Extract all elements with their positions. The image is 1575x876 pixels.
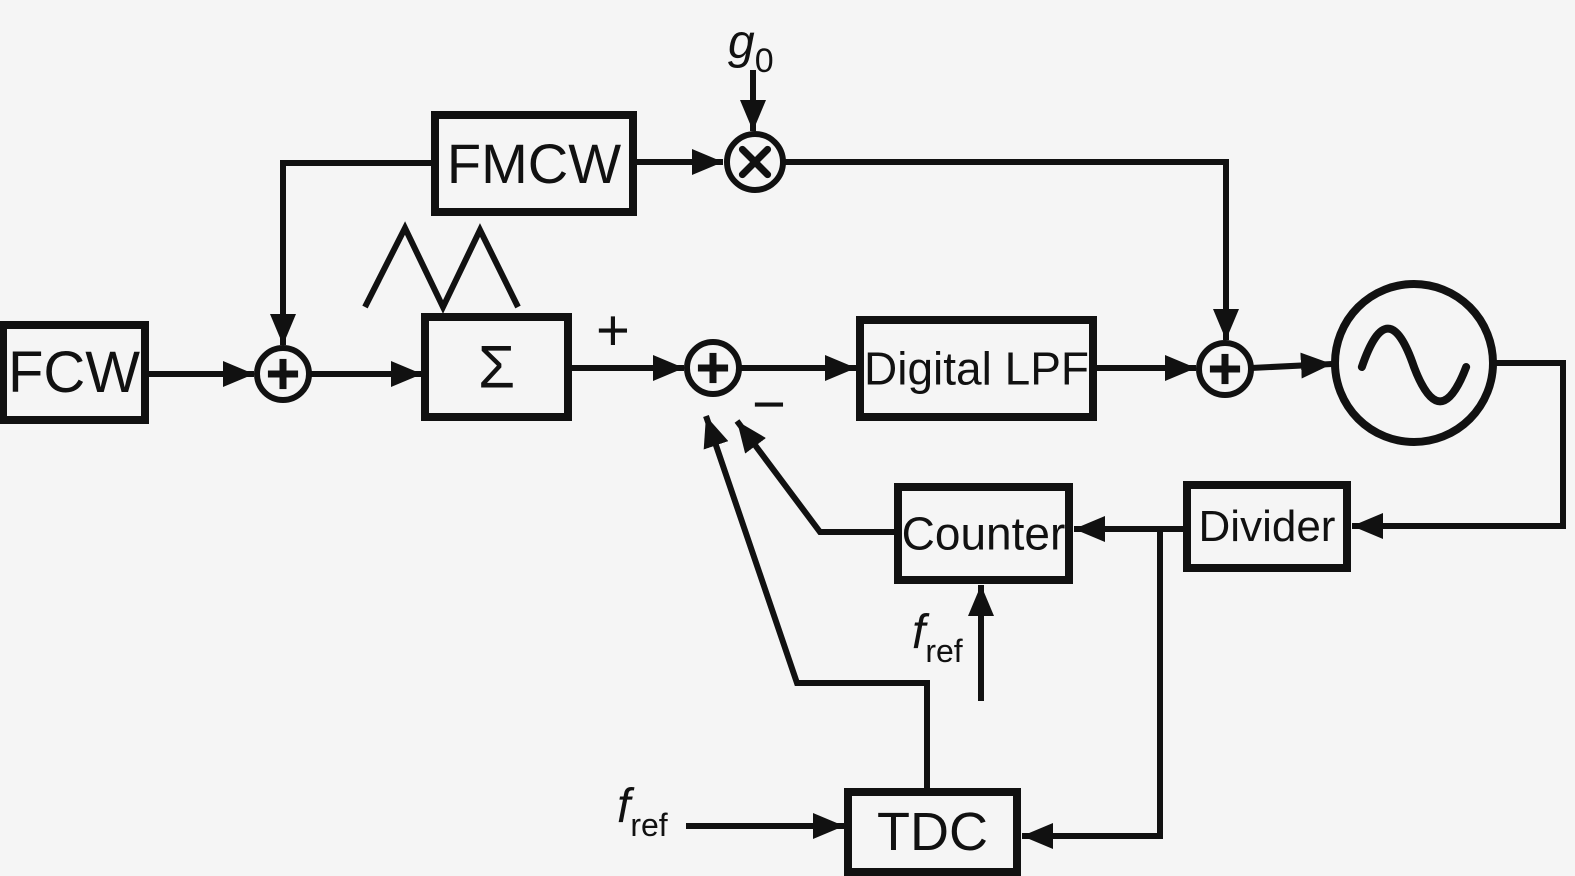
gain-label: g0	[728, 16, 774, 80]
fref-tdc-label-subscript: ref	[630, 807, 667, 843]
sum-fcw-node	[254, 345, 312, 403]
chirp-wave-icon	[362, 221, 521, 314]
block-lpf-box	[856, 316, 1097, 421]
plus-sign-main: +	[596, 298, 630, 363]
block-fcw-label: FCW	[8, 340, 140, 405]
fref-counter-label: fref	[912, 606, 963, 669]
block-fmcw-box	[431, 111, 637, 216]
times-icon	[738, 145, 772, 179]
block-fcw: FCW	[0, 321, 149, 424]
sine-wave-icon	[1357, 324, 1471, 406]
block-fmcw: FMCW	[431, 111, 637, 216]
wire-fmcw-branch-to-sum	[270, 160, 435, 345]
wire-counter-to-sumphase	[734, 419, 898, 535]
block-divider: Divider	[1183, 481, 1351, 572]
block-divider-box	[1183, 481, 1351, 572]
minus-sign-main: −	[752, 372, 786, 437]
block-sigma-label: Σ	[478, 334, 515, 401]
block-sigma-box	[421, 313, 572, 421]
block-divider-label: Divider	[1199, 502, 1336, 551]
block-lpf-label: Digital LPF	[864, 343, 1089, 395]
plus-sign: +	[596, 298, 630, 363]
fref-tdc-label: fref	[617, 780, 668, 843]
gain-label-main: g	[728, 16, 755, 69]
block-tdc-box	[844, 788, 1021, 876]
gain-label-subscript: 0	[755, 42, 774, 80]
mult-gain-node	[724, 131, 786, 193]
wire-dco-to-divider	[1352, 360, 1566, 539]
block-lpf: Digital LPF	[856, 316, 1097, 421]
wire-tdc-to-sumphase	[703, 415, 930, 790]
sum-phase-node	[684, 339, 742, 397]
block-counter-label: Counter	[902, 508, 1066, 560]
block-sigma: Σ	[421, 313, 572, 421]
wire-mult-to-sumdco	[783, 159, 1239, 340]
block-counter-box	[894, 483, 1073, 584]
fref-counter-label-subscript: ref	[925, 633, 962, 669]
sum-dco-node	[1196, 340, 1254, 398]
block-tdc: TDC	[844, 788, 1021, 876]
wire-sumdco-to-dco	[1250, 352, 1333, 379]
minus-sign: −	[752, 372, 786, 437]
block-fmcw-label: FMCW	[447, 132, 621, 195]
block-tdc-label: TDC	[877, 802, 988, 862]
block-fcw-box	[0, 321, 149, 424]
wire-branch-to-tdc	[1022, 529, 1163, 849]
dco-node	[1331, 280, 1497, 446]
block-counter: Counter	[894, 483, 1073, 584]
